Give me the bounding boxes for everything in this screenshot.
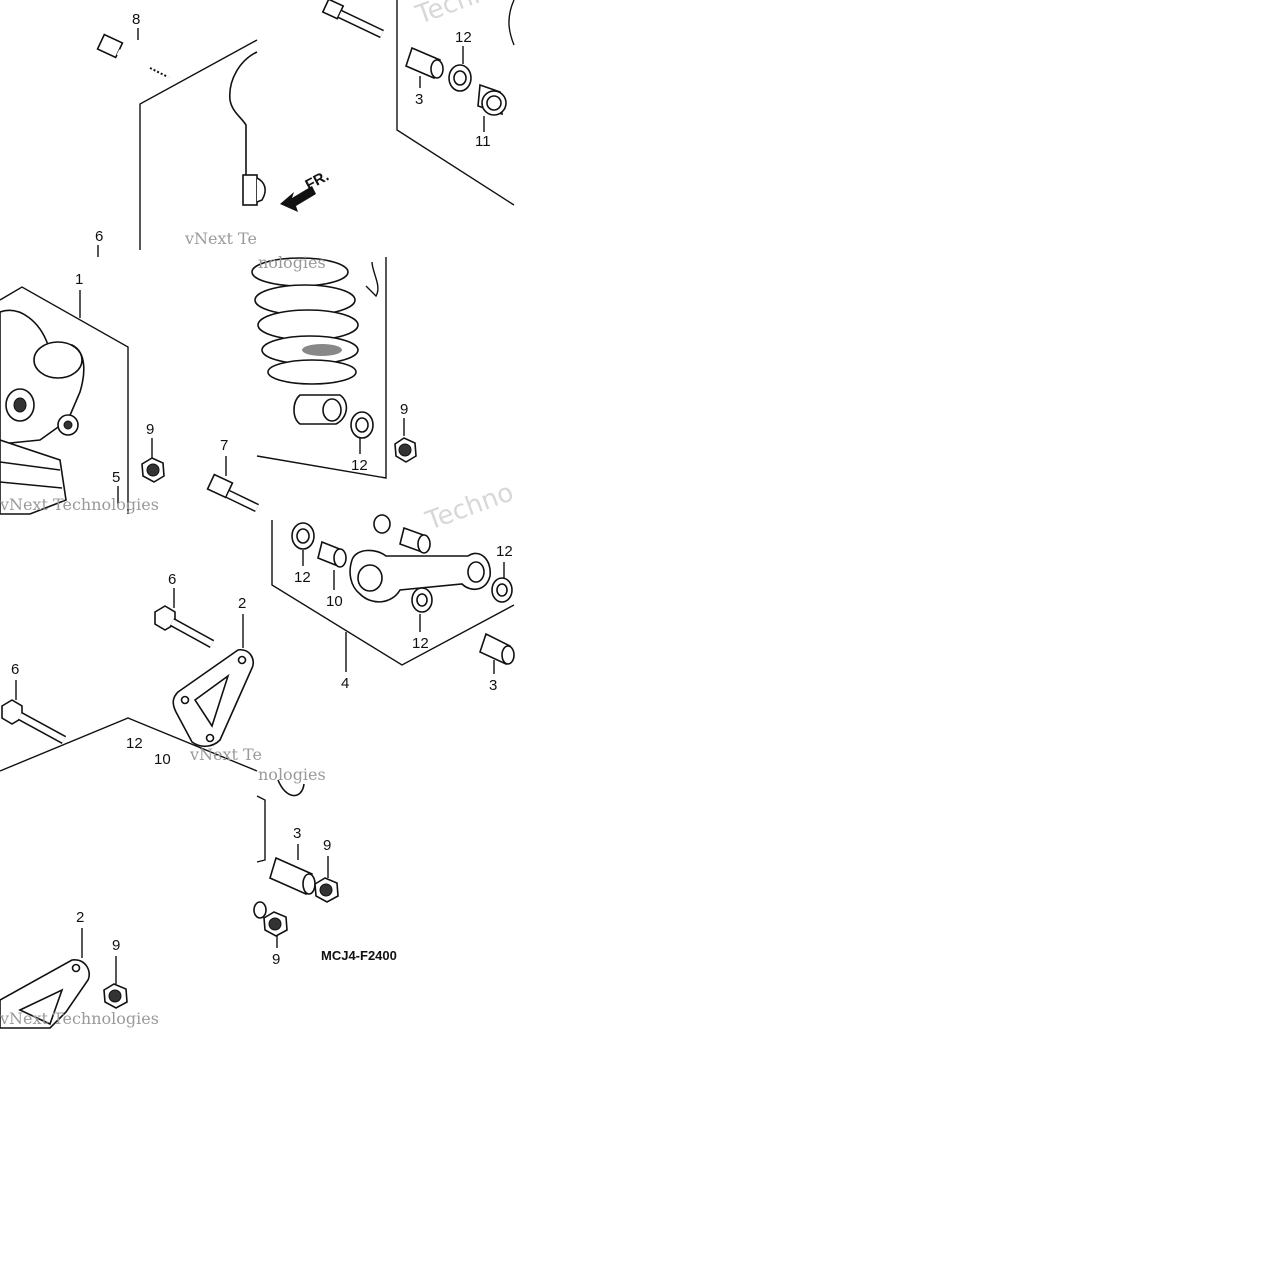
label-part-2: 2	[238, 595, 246, 612]
tile-shock-top-left: 8 vNext Te 6	[95, 11, 258, 257]
label-part-6-b: 6	[168, 571, 176, 588]
label-part-2-b: 2	[76, 909, 84, 926]
tile-lower-left: 2 9 vNext Technologies	[0, 909, 159, 1029]
bolt-6-b	[1, 699, 67, 744]
label-part-6: 6	[95, 228, 103, 245]
rear-shock-absorber-1	[0, 309, 85, 515]
watermark-text-2: vNext Technologies	[0, 495, 159, 514]
collar-3	[405, 46, 444, 80]
dust-seal-12-d	[411, 587, 433, 613]
dust-seal-12	[448, 64, 472, 92]
shock-spring	[251, 257, 359, 425]
label-part-12: 12	[455, 29, 472, 46]
tile-bracket: 6 6 2 12 10 vNext Te	[0, 571, 262, 772]
label-part-11: 11	[475, 133, 491, 150]
flange-nut-9-e	[263, 911, 288, 937]
collar-3-c	[269, 856, 316, 896]
bolt-7	[206, 473, 259, 513]
watermark-text-5: vNext Technologies	[0, 1009, 159, 1028]
label-part-9-b: 9	[400, 401, 408, 418]
watermark-text-4: vNext Te	[189, 745, 262, 764]
flange-nut-9-c	[103, 983, 128, 1009]
flange-nut-9	[141, 457, 165, 483]
label-part-7: 7	[220, 437, 228, 454]
collar-10	[317, 540, 347, 568]
tile-lower-right: 3 9 9 nologies MCJ4-F2400	[253, 765, 397, 968]
label-part-12-c: 12	[126, 735, 143, 752]
label-part-3-c: 3	[293, 825, 301, 842]
front-direction-arrow-icon	[280, 186, 316, 212]
tile-shock-absorber: 1 9 7 5 vNext Technologies	[0, 271, 259, 515]
watermark-text-3: nologies	[258, 253, 326, 272]
label-part-9-d: 9	[323, 837, 331, 854]
label-part-10: 10	[154, 751, 171, 768]
label-part-5: 5	[112, 469, 120, 486]
label-part-12-f: 12	[496, 543, 513, 560]
label-part-9-e: 9	[272, 951, 280, 968]
label-part-4: 4	[341, 675, 349, 692]
dust-seal-12-b	[350, 411, 374, 439]
mounting-plate-2	[172, 649, 254, 748]
label-part-8: 8	[132, 11, 140, 28]
watermark-big: Techno	[411, 0, 507, 31]
tile-bushings-top-right: 3 12 11 FR. Techno	[256, 0, 515, 212]
label-part-12-b: 12	[351, 457, 368, 474]
watermark-text: vNext Te	[184, 229, 257, 248]
bolt-8	[96, 33, 172, 81]
flange-nut-9-d	[314, 877, 339, 903]
needle-bearing-11	[477, 83, 507, 116]
label-part-6-c: 6	[11, 661, 19, 678]
shock-link-4	[349, 549, 491, 603]
label-part-10-b: 10	[326, 593, 343, 610]
watermark-big-2: Techno	[421, 477, 517, 537]
dust-seal-12-e	[491, 577, 513, 603]
label-part-12-e: 12	[412, 635, 429, 652]
watermark-text-6: nologies	[258, 765, 326, 784]
collar-top	[373, 514, 431, 554]
label-part-12-d: 12	[294, 569, 311, 586]
label-part-3: 3	[415, 91, 423, 108]
label-part-1: 1	[75, 271, 83, 288]
collar-3-b	[479, 632, 515, 666]
label-part-3-b: 3	[489, 677, 497, 694]
flange-nut-9-b	[394, 437, 417, 463]
bolt-6	[154, 605, 215, 648]
label-part-9-c: 9	[112, 937, 120, 954]
figure-code: MCJ4-F2400	[321, 948, 397, 963]
dust-seal-12-c	[291, 522, 315, 550]
tile-spring: 12 9 nologies	[251, 253, 417, 479]
tile-shock-link: 12 10 12 12	[271, 477, 518, 694]
mounting-plate-2-b	[0, 959, 90, 1029]
label-part-9: 9	[146, 421, 154, 438]
